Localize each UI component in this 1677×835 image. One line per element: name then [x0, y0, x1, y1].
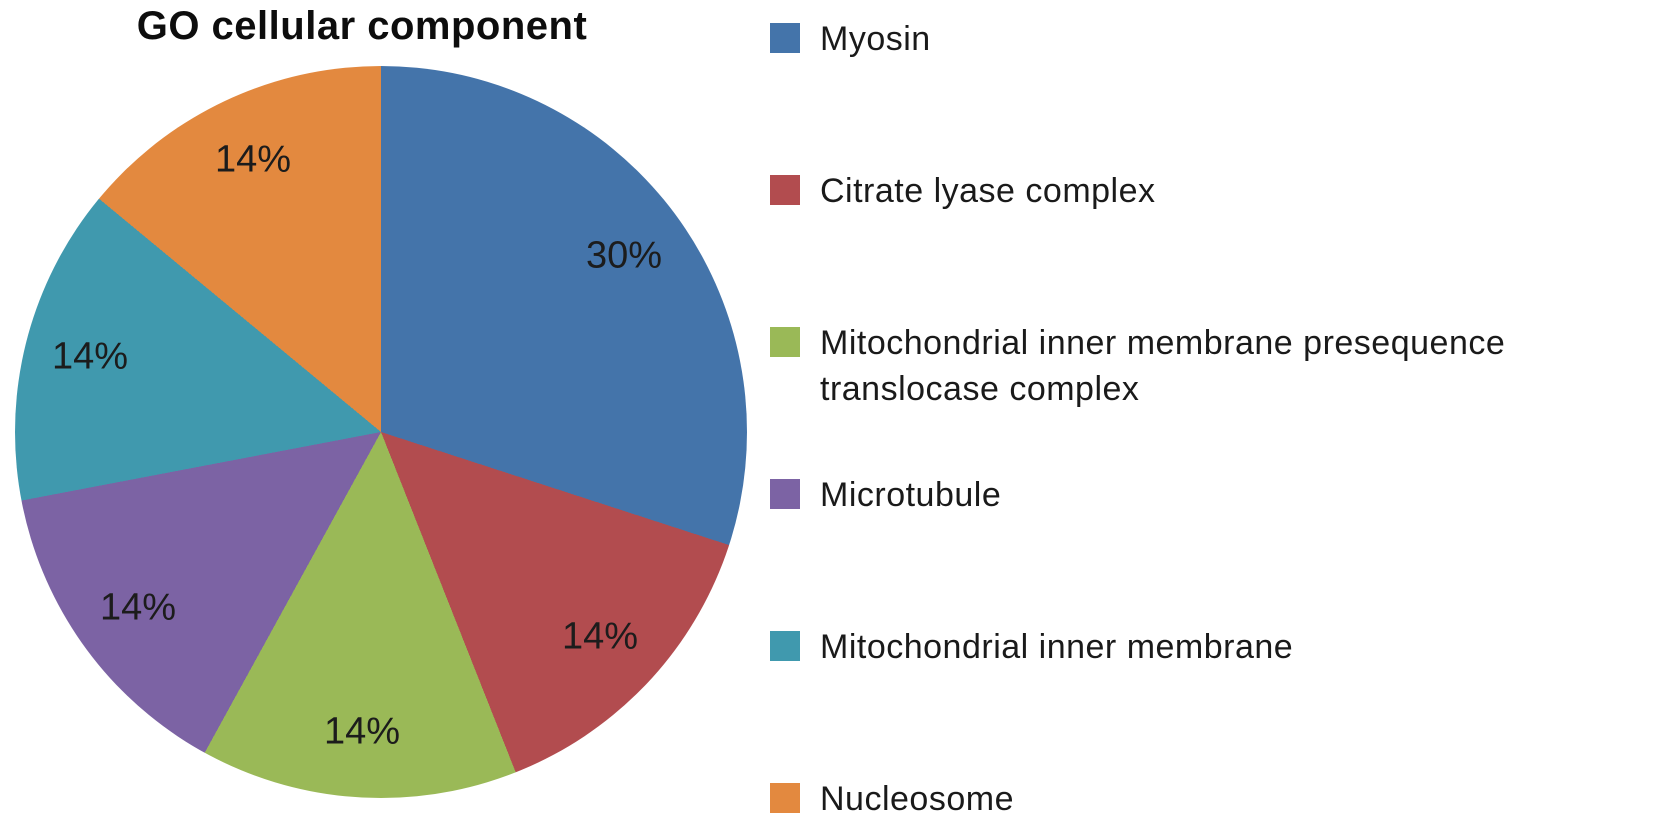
legend-color-swatch: [770, 23, 800, 53]
pie-slice-label: 14%: [323, 710, 401, 753]
legend-item-label: Myosin: [820, 20, 931, 58]
legend-item: Mitochondrial inner membrane: [770, 624, 1293, 670]
pie-slice-label: 14%: [51, 335, 129, 378]
legend-item: Microtubule: [770, 472, 1001, 518]
legend-color-swatch: [770, 479, 800, 509]
legend-color-swatch: [770, 783, 800, 813]
legend-item-label: Citrate lyase complex: [820, 172, 1156, 210]
legend-item-label: Microtubule: [820, 476, 1002, 514]
pie-slice-label: 30%: [585, 234, 663, 277]
chart-title: GO cellular component: [136, 4, 588, 48]
pie-slice-label: 14%: [561, 615, 639, 658]
legend-color-swatch: [770, 175, 800, 205]
legend-item-label: Mitochondrial inner membrane presequence…: [820, 324, 1506, 408]
pie-chart: [15, 66, 747, 798]
legend-item-label: Mitochondrial inner membrane: [820, 628, 1294, 666]
legend-color-swatch: [770, 631, 800, 661]
legend-color-swatch: [770, 327, 800, 357]
legend-item: Nucleosome: [770, 776, 1014, 822]
legend-item-label: Nucleosome: [820, 780, 1014, 818]
legend-item: Citrate lyase complex: [770, 168, 1156, 214]
pie-slice-label: 14%: [214, 138, 292, 181]
legend-item: Myosin: [770, 16, 931, 62]
pie-slice-label: 14%: [99, 586, 177, 629]
legend-item: Mitochondrial inner membrane presequence…: [770, 320, 1505, 412]
